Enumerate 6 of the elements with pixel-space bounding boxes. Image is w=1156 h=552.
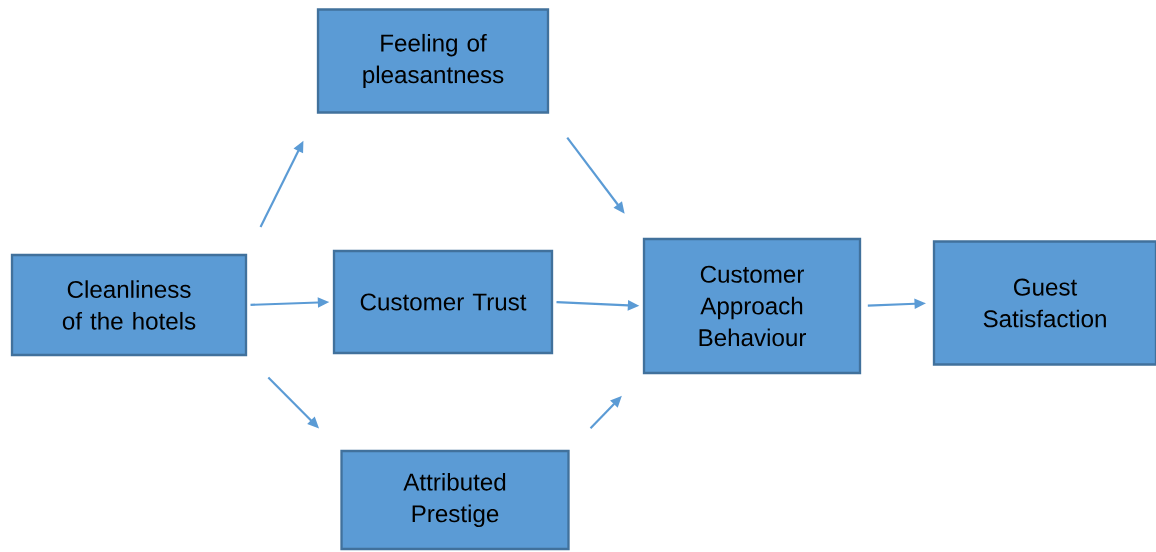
process-box: Customer Approach Behaviour — [642, 237, 862, 375]
process-box: Attributed Prestige — [340, 449, 570, 551]
process-box: Guest Satisfaction — [932, 240, 1156, 366]
process-box: Feeling of pleasantness — [316, 8, 550, 114]
process-box: Cleanliness of the hotels — [10, 253, 248, 357]
process-box: Customer Trust — [332, 249, 554, 355]
